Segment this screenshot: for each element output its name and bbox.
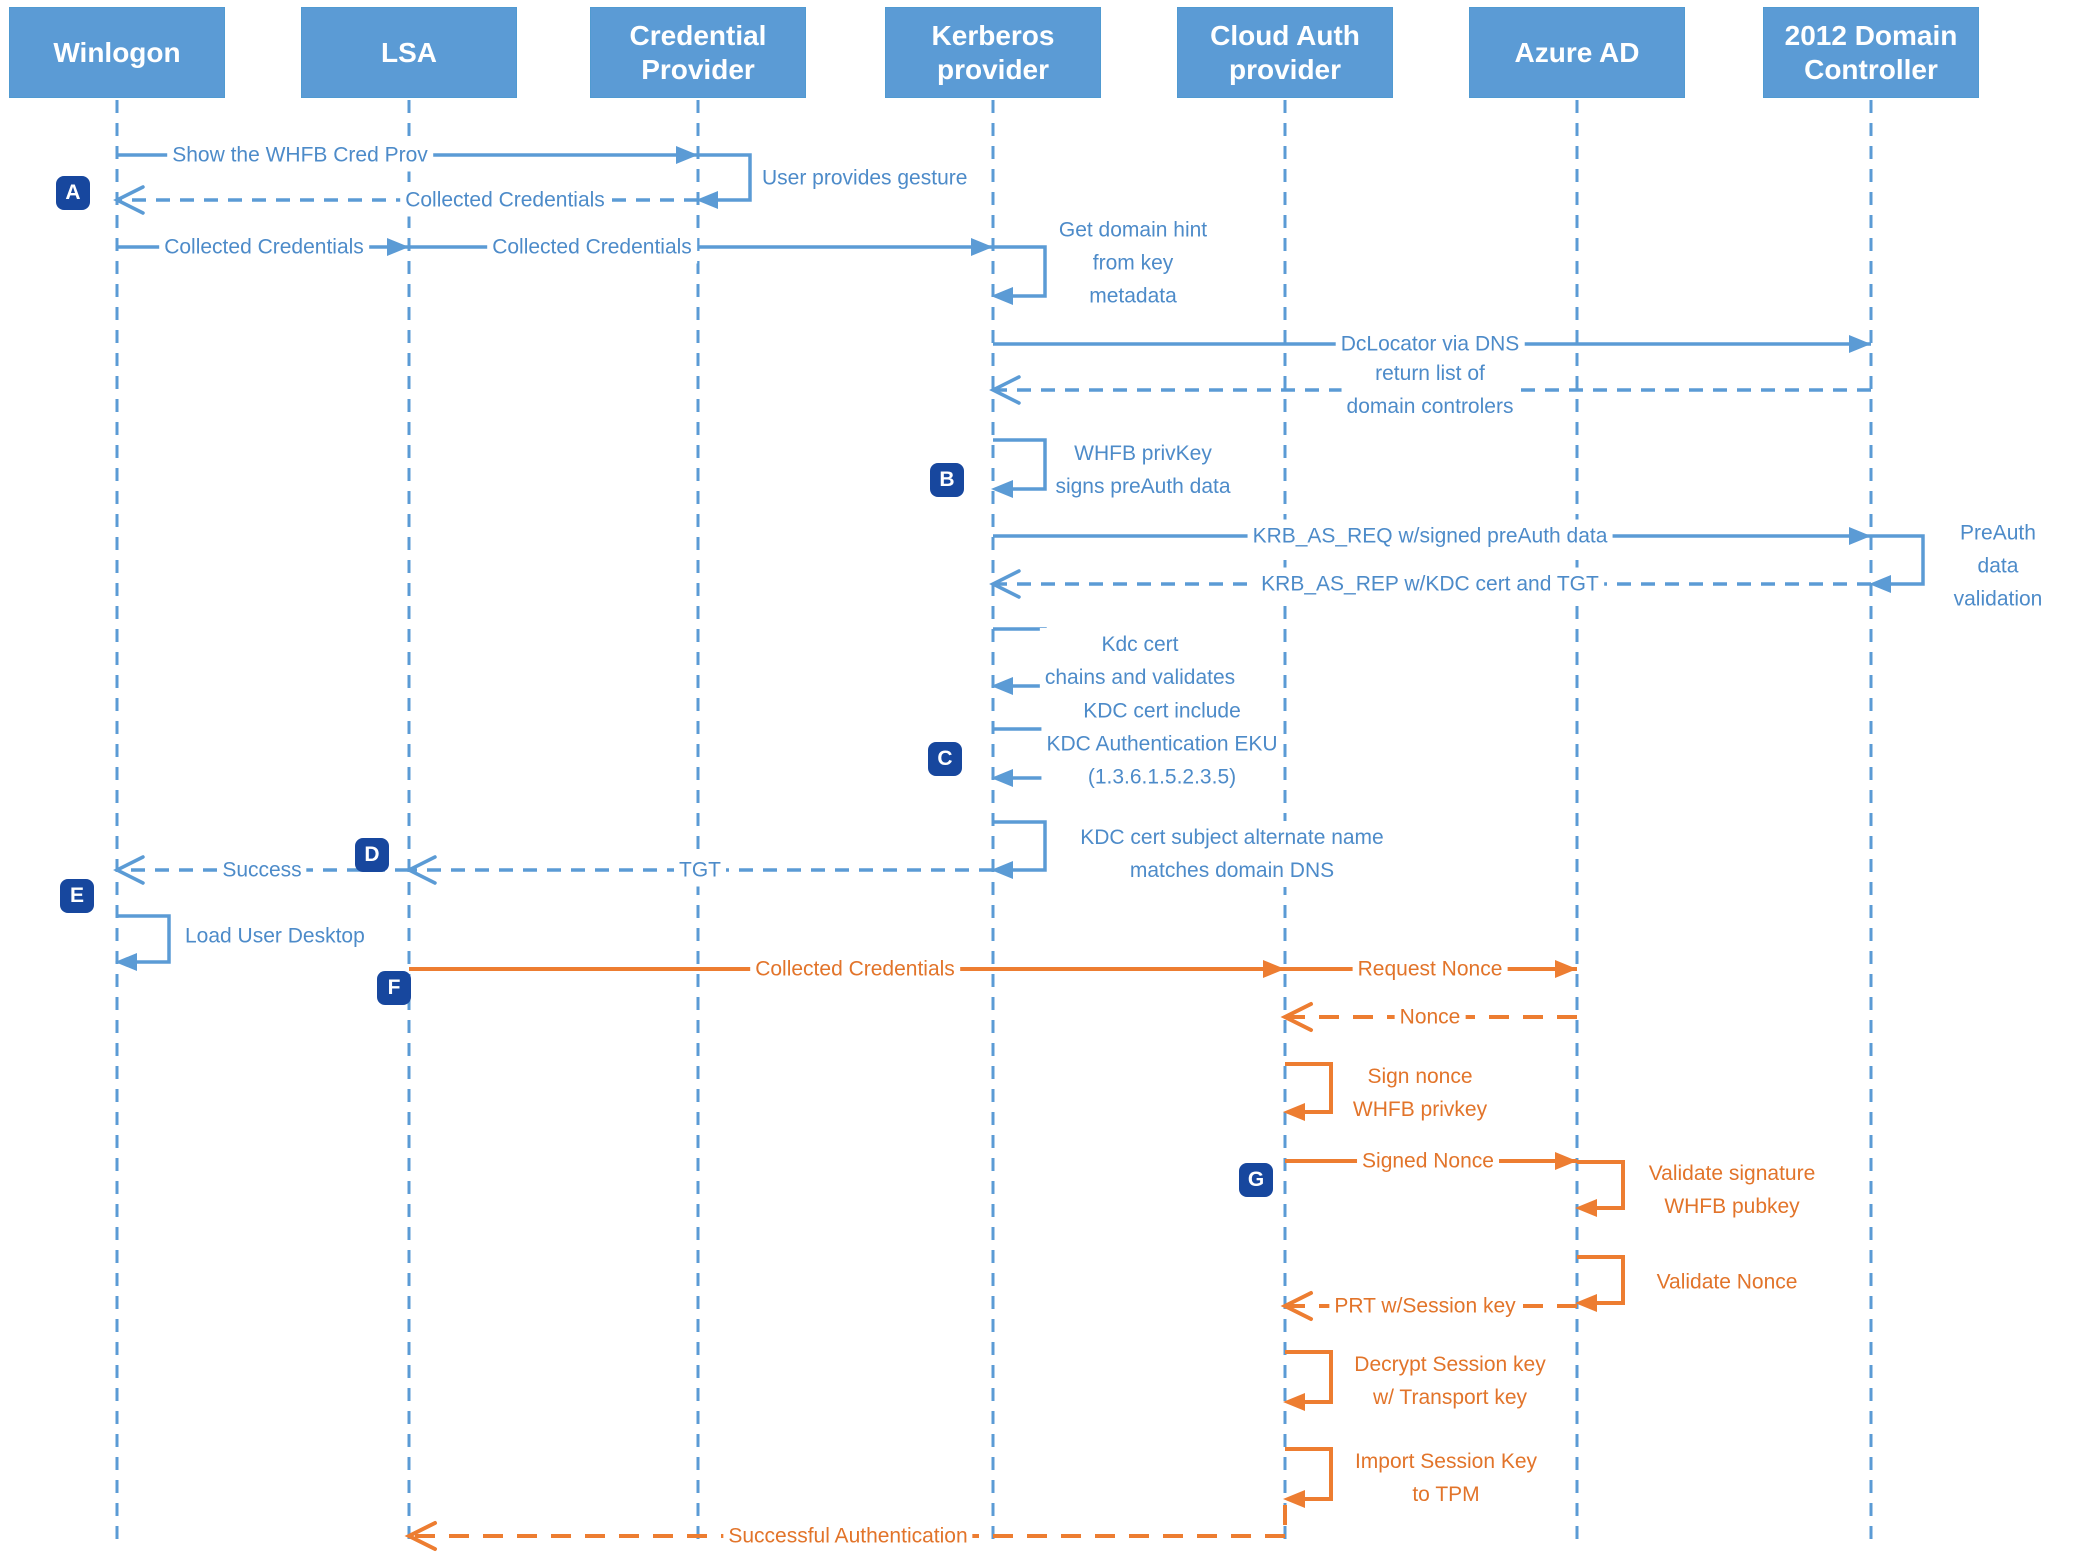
actor-box-credential-provider: Credential Provider <box>590 7 806 98</box>
actor-label: 2012 Domain Controller <box>1784 19 1958 85</box>
message-label-7: KRB_AS_REQ w/signed preAuth data <box>1247 519 1613 553</box>
actor-box-cloud-auth-provider: Cloud Auth provider <box>1177 7 1393 98</box>
actor-label: LSA <box>381 36 437 68</box>
self-message-label-4: PreAuth data validation <box>1948 516 2048 616</box>
self-message-label-3: WHFB privKey signs preAuth data <box>1050 437 1236 503</box>
self-message-label-13: Import Session Key to TPM <box>1349 1445 1543 1511</box>
message-label-5: DcLocator via DNS <box>1335 327 1525 361</box>
message-label-4: Collected Credentials <box>487 230 697 264</box>
message-label-11: Collected Credentials <box>750 952 960 986</box>
message-label-14: Signed Nonce <box>1357 1144 1499 1178</box>
actor-label: Cloud Auth provider <box>1210 19 1360 85</box>
message-label-16: Successful Authentication <box>723 1519 973 1553</box>
message-label-13: Nonce <box>1394 1000 1466 1034</box>
actor-box-winlogon: Winlogon <box>9 7 225 98</box>
badge-b: B <box>930 463 964 497</box>
actor-label: Winlogon <box>53 36 181 68</box>
message-label-2: Collected Credentials <box>400 183 610 217</box>
actor-box-2012-domain-controller: 2012 Domain Controller <box>1763 7 1979 98</box>
message-label-10: Success <box>217 853 307 887</box>
message-label-12: Request Nonce <box>1352 952 1508 986</box>
self-message-label-5: Kdc cert chains and validates <box>1039 628 1241 694</box>
message-label-8: KRB_AS_REP w/KDC cert and TGT <box>1256 567 1604 601</box>
badge-e: E <box>60 879 94 913</box>
actor-box-lsa: LSA <box>301 7 517 98</box>
self-message-label-12: Decrypt Session key w/ Transport key <box>1349 1348 1551 1414</box>
self-message-label-8: Load User Desktop <box>180 919 370 953</box>
self-message-label-9: Sign nonce WHFB privkey <box>1347 1060 1493 1126</box>
self-message-label-10: Validate signature WHFB pubkey <box>1643 1157 1821 1223</box>
message-label-6: return list of domain controlers <box>1341 357 1519 423</box>
actor-box-kerberos-provider: Kerberos provider <box>885 7 1101 98</box>
actor-label: Credential Provider <box>629 19 767 85</box>
self-message-label-11: Validate Nonce <box>1651 1265 1803 1299</box>
self-message-label-2: Get domain hint from key metadata <box>1053 213 1213 313</box>
actor-label: Kerberos provider <box>931 19 1055 85</box>
self-message-label-6: KDC cert include KDC Authentication EKU … <box>1041 694 1283 794</box>
badge-d: D <box>355 838 389 872</box>
badge-c: C <box>928 742 962 776</box>
badge-f: F <box>377 971 411 1005</box>
self-message-label-7: KDC cert subject alternate name matches … <box>1075 821 1389 887</box>
badge-a: A <box>56 176 90 210</box>
badge-g: G <box>1239 1163 1273 1197</box>
message-label-15: PRT w/Session key <box>1329 1289 1521 1323</box>
self-message-label-1: User provides gesture <box>757 161 973 195</box>
message-label-3: Collected Credentials <box>159 230 369 264</box>
message-label-9: TGT <box>674 853 726 887</box>
actor-box-azure-ad: Azure AD <box>1469 7 1685 98</box>
message-label-1: Show the WHFB Cred Prov <box>167 138 433 172</box>
actor-label: Azure AD <box>1514 36 1640 68</box>
